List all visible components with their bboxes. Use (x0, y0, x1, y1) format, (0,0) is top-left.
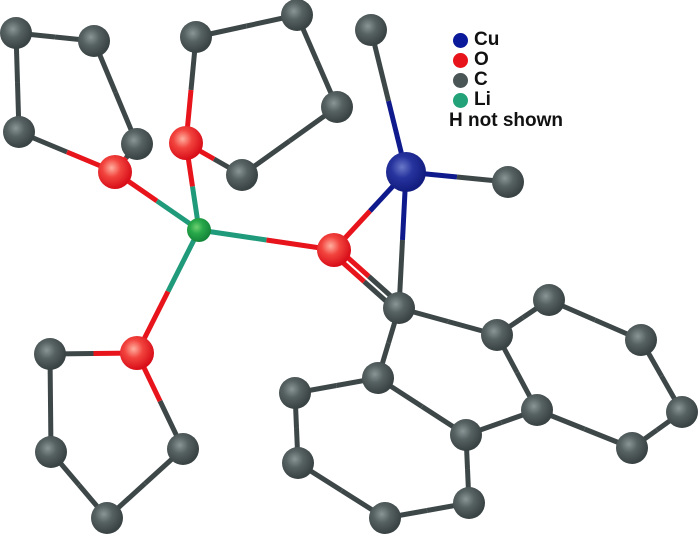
atom-c (282, 447, 314, 479)
o-swatch-icon (453, 52, 468, 68)
atom-o (317, 233, 351, 267)
atom-o (120, 336, 154, 370)
atom-c (35, 436, 67, 468)
atom-cu (386, 152, 426, 192)
atom-c (0, 17, 32, 49)
legend-label: Cu (474, 29, 500, 50)
legend-item-o: O (453, 50, 563, 70)
legend: Cu O C Li H not shown (449, 30, 563, 132)
cu-swatch-icon (453, 32, 468, 48)
legend-label: O (474, 49, 489, 70)
atom-c (279, 377, 311, 409)
atom-c (281, 0, 313, 31)
atom-c (666, 396, 698, 428)
atom-o (98, 155, 132, 189)
atom-c (91, 502, 123, 534)
atom-c (453, 487, 485, 519)
legend-item-c: C (453, 70, 563, 90)
atom-c (383, 292, 415, 324)
li-swatch-icon (453, 92, 468, 108)
legend-item-cu: Cu (453, 30, 563, 50)
atom-c (521, 394, 553, 426)
atom-c (226, 159, 258, 191)
legend-item-li: Li (453, 90, 563, 110)
atom-c (3, 116, 35, 148)
legend-note: H not shown (449, 110, 563, 131)
atom-c (533, 284, 565, 316)
atom-c (492, 166, 524, 198)
atom-c (121, 128, 153, 160)
atom-c (369, 502, 401, 534)
atom-li (187, 218, 211, 242)
atom-c (362, 362, 394, 394)
bonds-layer (13, 12, 685, 521)
atom-c (34, 338, 66, 370)
atom-o (169, 126, 203, 160)
atom-c (78, 25, 110, 57)
atom-c (180, 21, 212, 53)
atom-c (450, 419, 482, 451)
atom-c (355, 14, 387, 46)
atom-c (167, 433, 199, 465)
legend-label: Li (474, 89, 491, 110)
atom-c (625, 324, 657, 356)
legend-label: C (474, 69, 488, 90)
atom-c (481, 319, 513, 351)
c-swatch-icon (453, 72, 468, 88)
atom-c (321, 91, 353, 123)
atom-c (616, 432, 648, 464)
